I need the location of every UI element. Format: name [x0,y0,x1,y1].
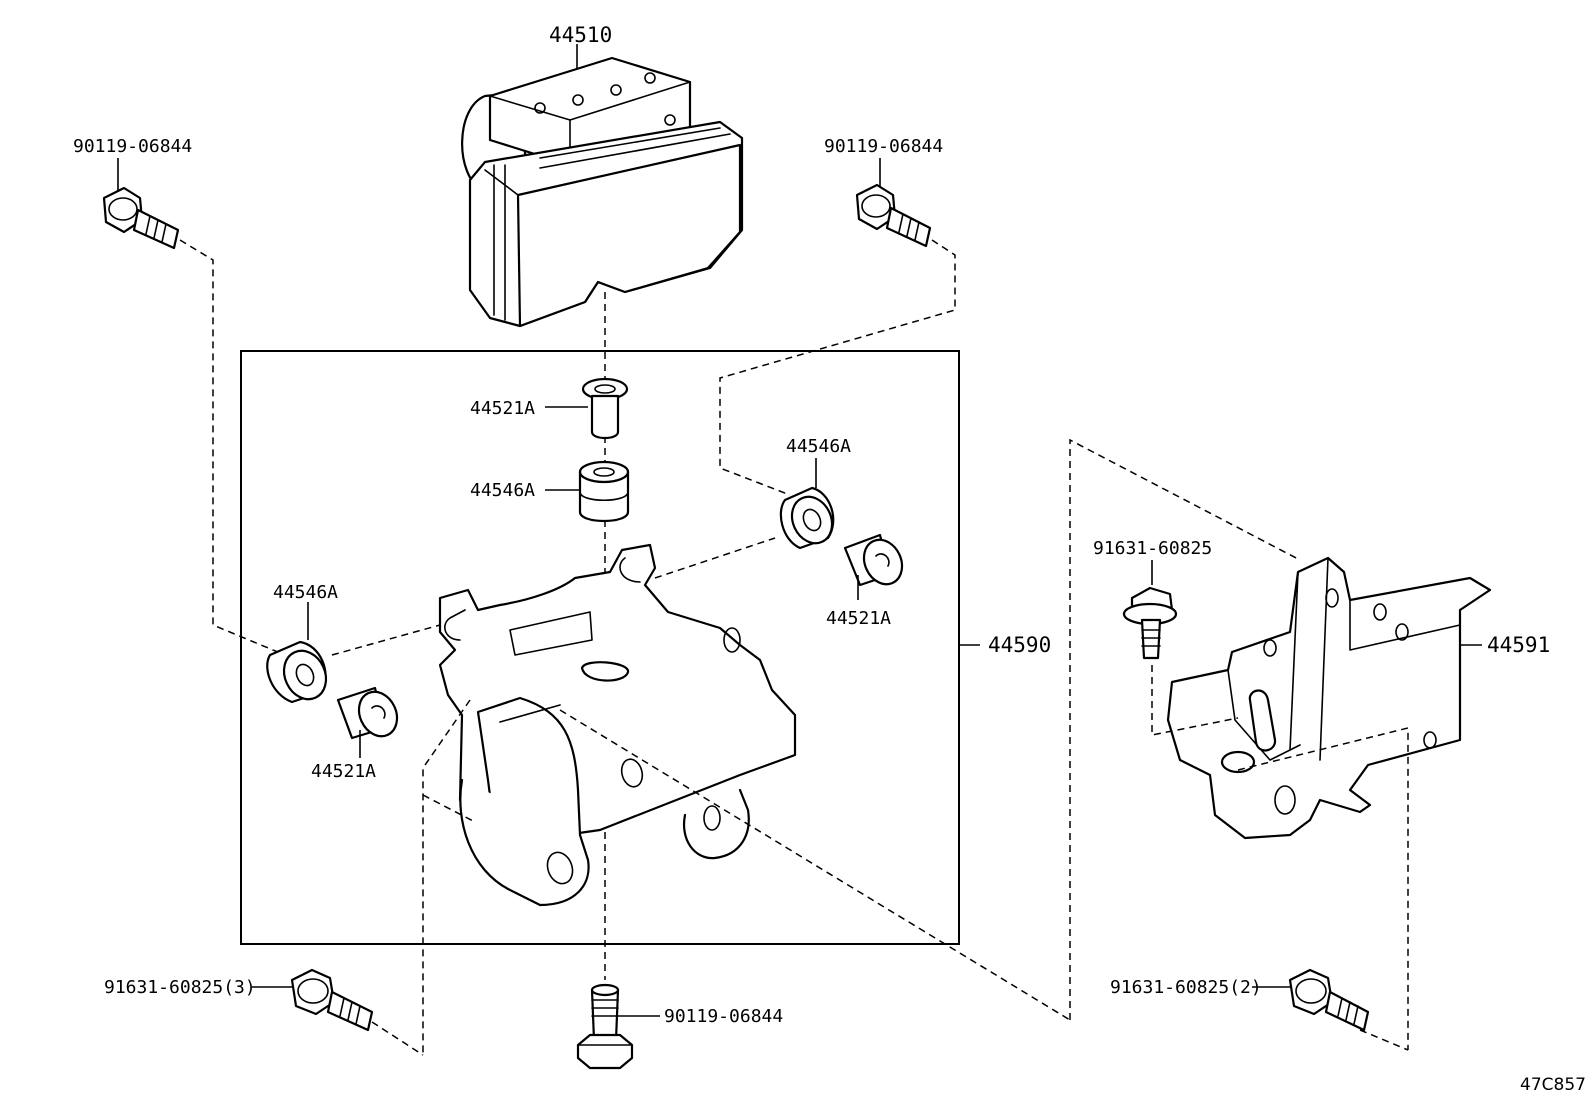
callout-bolt-bottom-right: 91631-60825(2) [1110,977,1262,998]
callout-collar-center: 44521A [470,398,535,419]
callout-cushion-right: 44546A [786,436,851,457]
callout-bolt-bottom-left: 91631-60825(3) [104,977,256,998]
collar-left [336,686,399,758]
bolt-top-right [855,158,932,248]
bolt-right-upper [1122,560,1178,660]
callout-cushion-center: 44546A [470,480,535,501]
bolt-bottom-left [252,968,374,1032]
callout-44591: 44591 [1487,633,1550,657]
bolt-top-left [102,158,180,250]
callout-44590: 44590 [988,633,1051,657]
callout-bolt-bottom-center: 90119-06844 [664,1006,783,1027]
bolt-bottom-center [576,983,660,1070]
callout-bolt-right-upper: 91631-60825 [1093,538,1212,559]
callout-bolt-top-right: 90119-06844 [824,136,943,157]
actuator-44510 [461,44,744,328]
cushion-center [545,460,630,522]
collar-right [843,533,904,600]
bracket-main [438,543,797,907]
callout-44510: 44510 [549,23,612,47]
assembly-frame [240,350,960,945]
collar-center [545,377,629,440]
callout-bolt-top-left: 90119-06844 [73,136,192,157]
callout-collar-left: 44521A [311,761,376,782]
bracket-right-44591 [1166,556,1492,840]
callout-cushion-left: 44546A [273,582,338,603]
cushion-right [779,458,835,550]
cushion-left [266,602,328,704]
bolt-bottom-right [1252,968,1370,1032]
callout-collar-right: 44521A [826,608,891,629]
illustration-code: 47C857 [1520,1075,1586,1095]
